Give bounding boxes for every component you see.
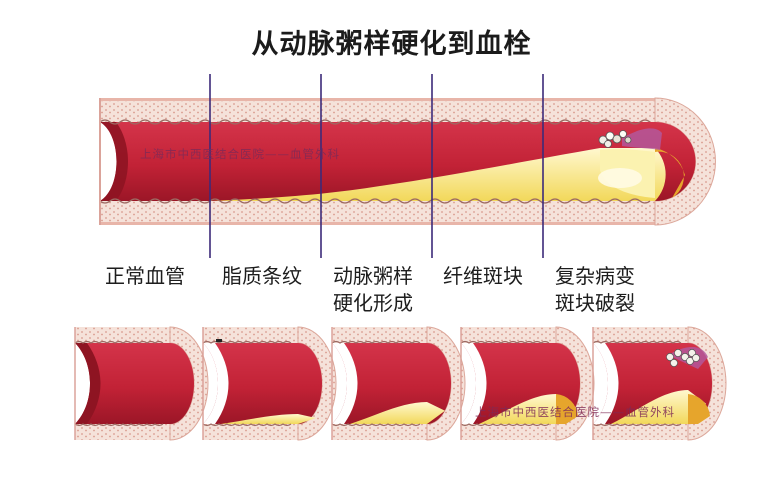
stage-label-fibrous-plaque: 纤维斑块 [443,264,523,288]
diagram-title: 从动脉粥样硬化到血栓 [251,29,532,60]
vessel-wall-bottom [100,201,660,225]
plaque-deposit [210,148,666,201]
small-vessel-fibrous-plaque [460,326,595,441]
small-vessel-complex-lesion [592,326,727,441]
stage-label-normal: 正常血管 [105,264,185,288]
small-vessel-fatty-streak [202,326,337,441]
ruptured-plaque-icon [598,130,632,148]
watermark-top: 上海市中西医结合医院——血管外科 [140,147,340,161]
stage-label-complex-lesion: 复杂病变斑块破裂 [555,264,635,315]
small-vessel-atherosclerosis [331,326,466,441]
marker-dot [216,339,222,342]
ruptured-plaque-icon [666,349,700,367]
stage-label-atherosclerosis: 动脉粥样硬化形成 [333,264,413,315]
stage-dividers [209,74,544,258]
vessel-wall-top [100,98,660,122]
main-vessel [99,97,716,226]
small-vessels-row [74,326,727,441]
watermark-bottom: 上海市中西医结合医院——血管外科 [475,405,675,419]
small-vessel-normal [74,326,209,441]
stage-label-fatty-streak: 脂质条纹 [222,264,302,288]
